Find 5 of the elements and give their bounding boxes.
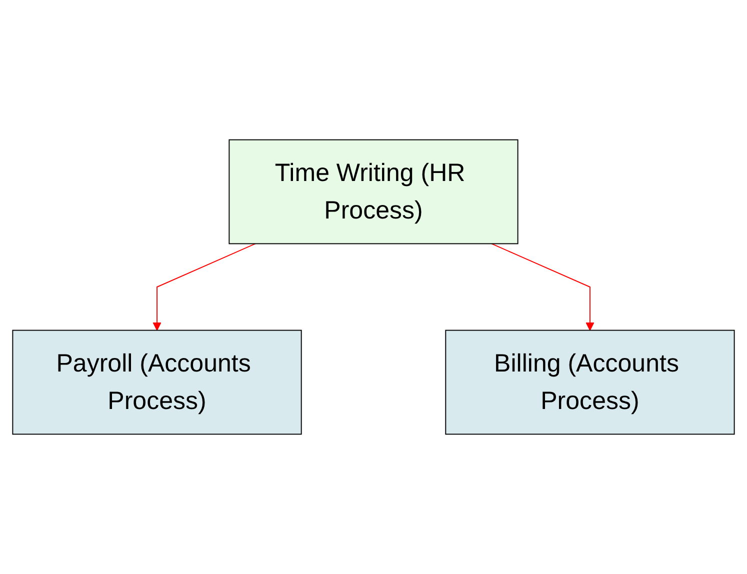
arrow (491, 243, 594, 331)
node-box: Billing (Accounts Process) (445, 330, 735, 435)
arrow (152, 243, 256, 331)
node-box: Time Writing (HR Process) (228, 139, 518, 244)
node-box: Payroll (Accounts Process) (12, 330, 302, 435)
